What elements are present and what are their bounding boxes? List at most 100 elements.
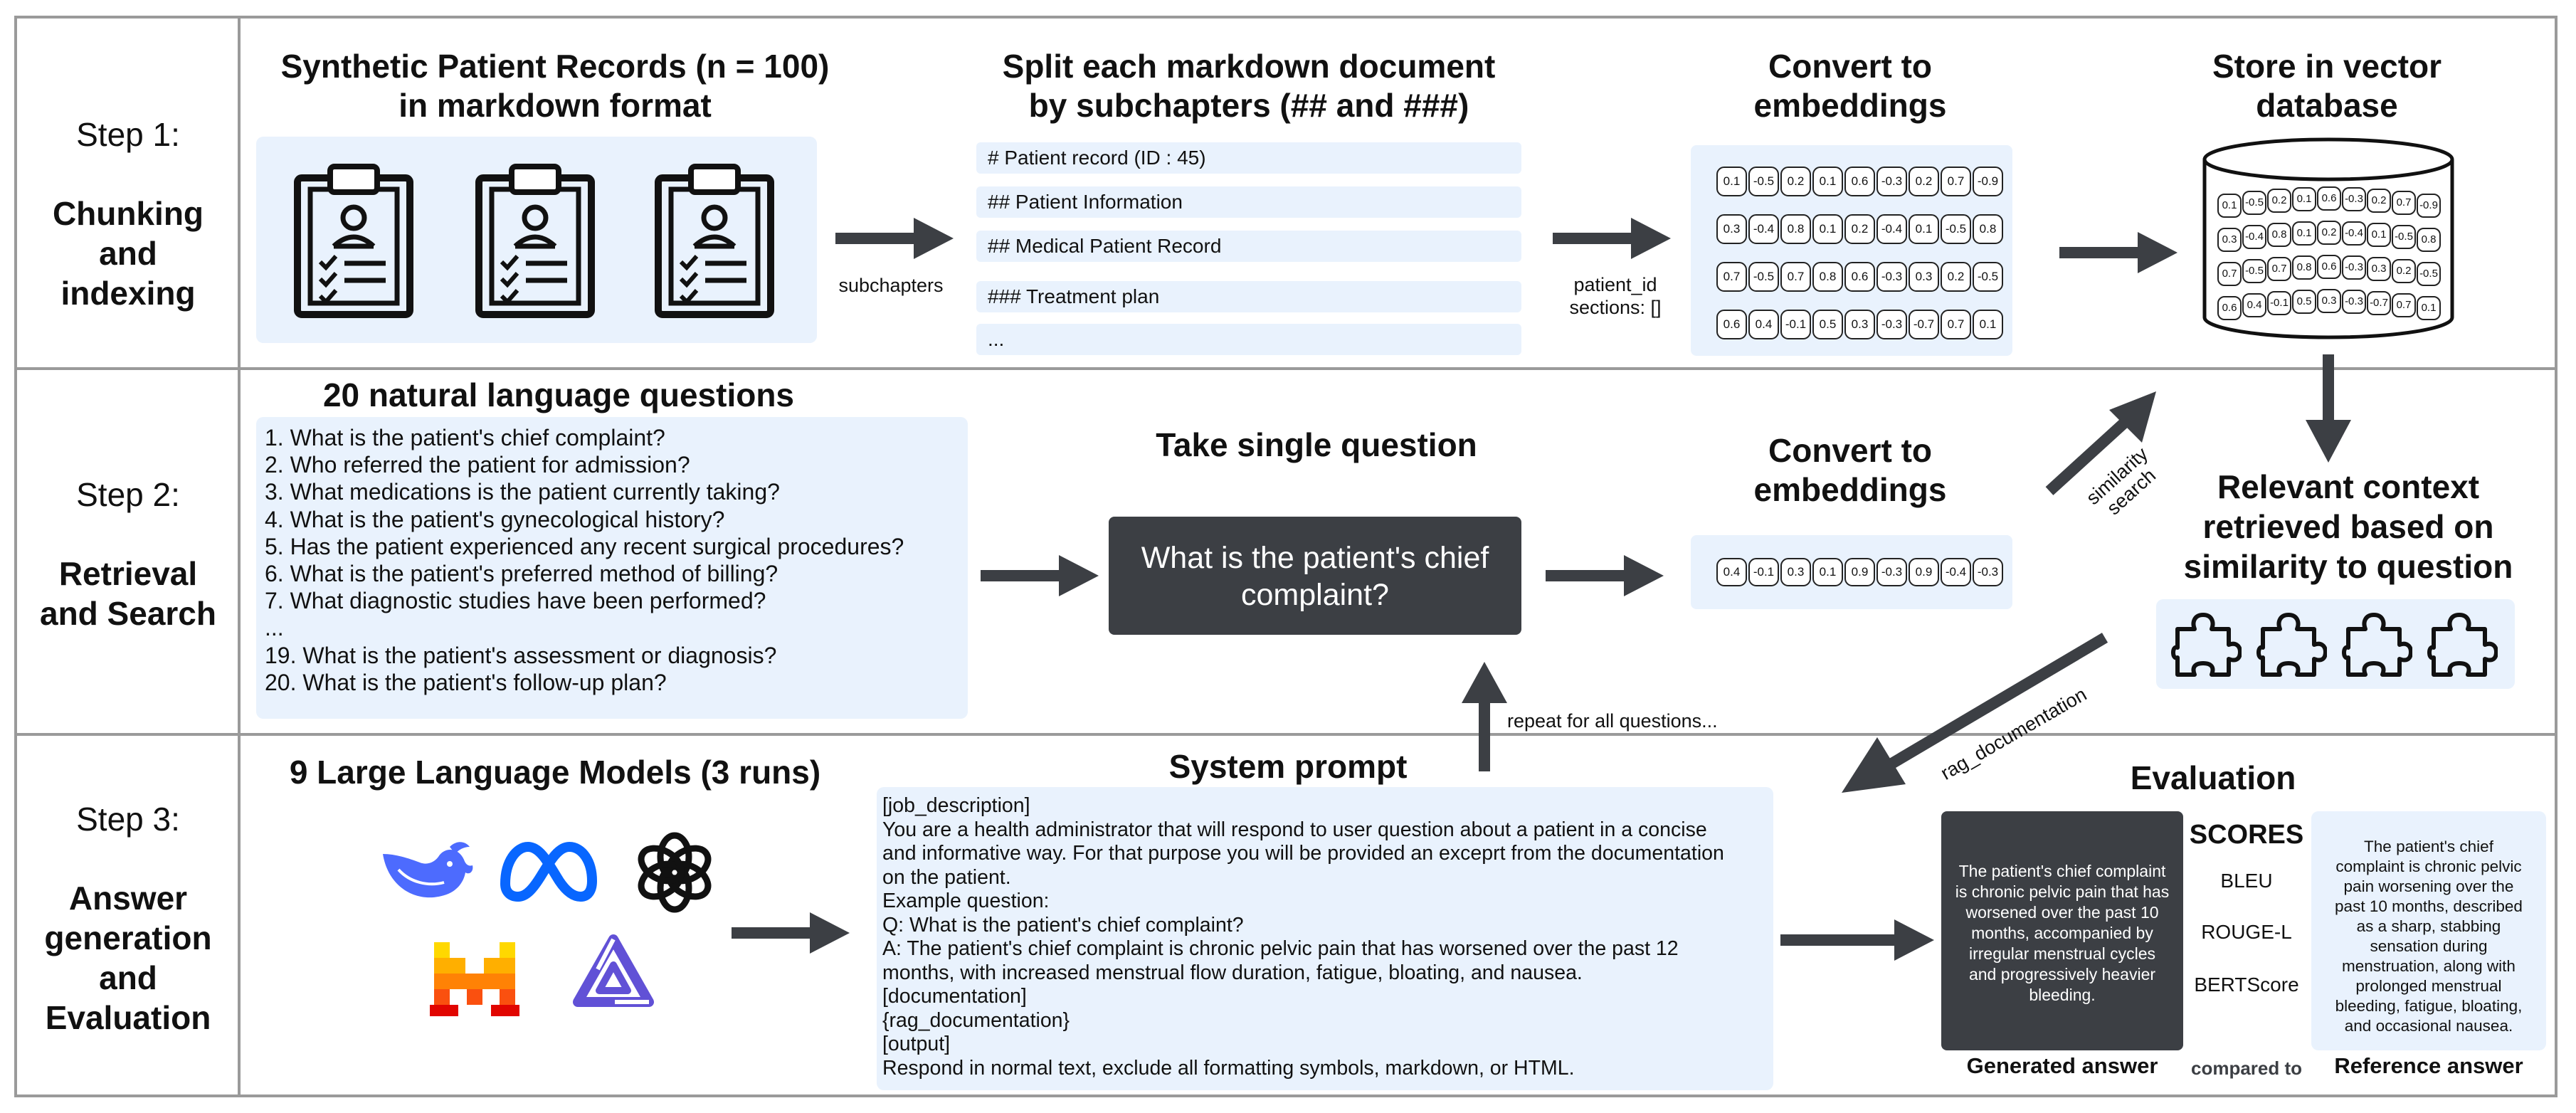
prompt-line: [job_description] <box>882 794 1030 817</box>
score-bleu: BLEU <box>2220 870 2273 892</box>
db-title: Store in vector database <box>2135 47 2519 125</box>
embedding-value-cell: -0.4 <box>1748 214 1779 244</box>
generated-answer-box: The patient's chief complaint is chronic… <box>1941 811 2183 1050</box>
database-vector-cell: 0.8 <box>2417 228 2441 252</box>
clipboard-patient-icon <box>655 164 774 318</box>
database-vector-cell: 0.6 <box>2317 255 2341 279</box>
database-vector-cell: -0.9 <box>2417 194 2441 218</box>
database-vector-cell: 0.1 <box>2217 194 2242 218</box>
database-vector-cell: 0.6 <box>2317 186 2341 211</box>
question-item: 19. What is the patient's assessment or … <box>265 642 777 668</box>
step-3-title-line: Answer <box>68 880 188 917</box>
embed-title-line: Convert to <box>1768 432 1932 469</box>
embedding-value-cell: 0.3 <box>1716 214 1747 244</box>
question-item: ... <box>265 615 284 641</box>
markdown-line: ### Treatment plan <box>976 281 1521 312</box>
embedding-value-cell: 0.4 <box>1748 310 1779 339</box>
embedding-value-cell: -0.4 <box>1876 214 1907 244</box>
database-vector-cell: 0.1 <box>2417 296 2441 320</box>
prompt-line: on the patient. <box>882 865 1011 889</box>
reference-answer-line: complaint is chronic pelvic <box>2335 858 2522 875</box>
embed-title-line: embeddings <box>1753 87 1947 125</box>
prompt-line: Example question: <box>882 890 1050 912</box>
embedding-value-cell: 0.1 <box>1716 167 1747 196</box>
embedding-value-cell: -0.1 <box>1780 310 1811 339</box>
llm-title: 9 Large Language Models (3 runs) <box>289 754 821 791</box>
prompt-line: Q: What is the patient's chief complaint… <box>882 913 1244 937</box>
question-item: 2. Who referred the patient for admissio… <box>265 452 690 478</box>
question-item: 20. What is the patient's follow-up plan… <box>265 669 667 695</box>
prompt-line: [output] <box>882 1033 951 1055</box>
question-item: 3. What medications is the patient curre… <box>265 479 780 505</box>
embedding-value-cell: -0.7 <box>1909 310 1939 339</box>
database-vector-cell: 0.8 <box>2267 222 2291 247</box>
step-3-title-line: Evaluation <box>45 999 211 1037</box>
generated-answer-line: The patient's chief complaint <box>1958 862 2166 880</box>
database-vector-cell: -0.5 <box>2417 262 2441 286</box>
clipboard-patient-icon <box>294 164 413 318</box>
prompt-line: You are a health administrator that will… <box>882 818 1707 841</box>
records-title-line: in markdown format <box>398 87 712 125</box>
reference-answer-label: Reference answer <box>2334 1053 2523 1078</box>
arrow-right-icon <box>1553 218 1671 259</box>
arrow-down-icon <box>2306 354 2351 463</box>
embed-title-1: Convert to embeddings <box>1679 47 2021 125</box>
embed-title-line: Convert to <box>1768 48 1932 85</box>
generated-answer-line: and progressively heavier <box>1968 965 2156 983</box>
embedding-value-cell: 0.7 <box>1941 310 1971 339</box>
embed-title-line: embeddings <box>1753 471 1947 509</box>
arrow-right-icon <box>2059 232 2178 273</box>
puzzle-piece-icon <box>2256 613 2327 677</box>
embedding-value-cell: 0.2 <box>1909 167 1939 196</box>
embedding-value-cell: -0.5 <box>1748 262 1779 292</box>
database-vector-cell: 0.7 <box>2217 262 2242 286</box>
query-embedding-value-cell: 0.3 <box>1780 558 1811 586</box>
embedding-value-cell: 0.6 <box>1844 167 1875 196</box>
database-vector-cell: 0.3 <box>2217 228 2242 252</box>
query-embedding-value-cell: -0.1 <box>1748 558 1779 586</box>
step-2-title-line: Retrieval <box>58 555 198 592</box>
database-vector-cell: 0.2 <box>2317 221 2341 245</box>
query-embedding-value-cell: 0.9 <box>1844 558 1875 586</box>
embedding-value-cell: -0.3 <box>1876 167 1907 196</box>
embedding-value-cell: 0.1 <box>1812 167 1843 196</box>
qwen-logo <box>573 934 654 1007</box>
step-3-label: Step 3: <box>76 801 180 838</box>
single-question-line: complaint? <box>1241 578 1389 612</box>
embedding-value-cell: 0.7 <box>1716 262 1747 292</box>
single-question-title: Take single question <box>1156 426 1477 463</box>
embedding-value-cell: 0.8 <box>1973 214 2003 244</box>
arrow-right-icon <box>1780 919 1934 961</box>
reference-answer-line: prolonged menstrual <box>2355 977 2502 995</box>
database-vector-cell: 0.4 <box>2242 292 2266 317</box>
score-bertscore: BERTScore <box>2194 974 2299 996</box>
scores-title: SCORES <box>2189 820 2304 850</box>
embedding-value-cell: -0.5 <box>1973 262 2003 292</box>
query-embedding-value-cell: 0.1 <box>1812 558 1843 586</box>
query-embedding-value-cell: -0.4 <box>1941 558 1971 586</box>
context-title-line: retrieved based on <box>2202 508 2494 545</box>
database-vector-cell: 0.1 <box>2367 222 2391 247</box>
reference-answer-line: pain worsening over the <box>2343 877 2514 895</box>
clipboard-patient-icon <box>475 164 595 318</box>
patient-id-label-line: sections: [] <box>1569 297 1662 318</box>
step-2-label: Step 2: <box>76 476 180 513</box>
split-title: Split each markdown document by subchapt… <box>925 47 1573 125</box>
arrow-right-icon <box>835 218 954 259</box>
rag-arrow-icon <box>1842 633 2108 793</box>
embedding-value-cell: 0.6 <box>1716 310 1747 339</box>
database-vector-cell: 0.8 <box>2292 255 2316 280</box>
split-title-line: Split each markdown document <box>1002 48 1496 85</box>
database-vector-cell: 0.7 <box>2392 292 2416 317</box>
compared-to-label: compared to <box>2190 1057 2303 1079</box>
embedding-value-cell: 0.1 <box>1909 214 1939 244</box>
row-divider-2 <box>14 733 2557 736</box>
row-divider-1 <box>14 367 2557 370</box>
generated-answer-line: irregular menstrual cycles <box>1968 944 2156 963</box>
reference-answer-line: sensation during <box>2370 937 2488 955</box>
step-3-title: Answer generation and Evaluation <box>28 878 228 1038</box>
system-prompt-text: [job_description] You are a health admin… <box>882 794 1724 1080</box>
reference-answer-text: The patient's chief complaint is chronic… <box>2311 837 2546 1036</box>
subchapters-label: subchapters <box>838 275 944 296</box>
single-question-line: What is the patient's chief <box>1141 541 1489 575</box>
